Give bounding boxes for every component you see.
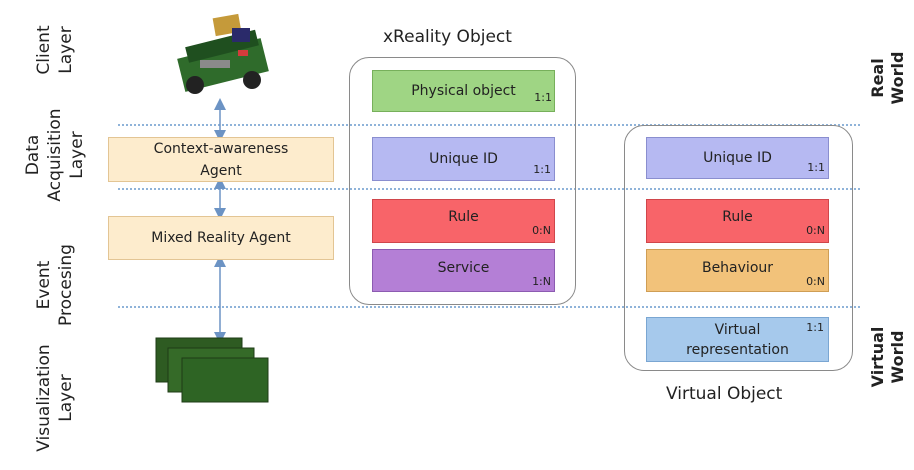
cardinality: 1:1 xyxy=(534,91,552,104)
separator-data-event xyxy=(118,188,860,190)
context-awareness-agent: Context-awareness Agent xyxy=(108,137,334,182)
xreality-object-frame xyxy=(349,57,576,305)
virtual-object-title: Virtual Object xyxy=(666,384,783,404)
mixed-reality-agent: Mixed Reality Agent xyxy=(108,216,334,260)
cardinality: 0:N xyxy=(532,224,551,237)
xreality-physical-object: Physical object 1:1 xyxy=(372,70,555,112)
xreality-object-title: xReality Object xyxy=(383,27,512,47)
cardinality: 1:N xyxy=(532,275,551,288)
cardinality: 1:1 xyxy=(806,321,824,334)
virtual-rule: Rule 0:N xyxy=(646,199,829,243)
xreality-rule: Rule 0:N xyxy=(372,199,555,243)
xreality-service: Service 1:N xyxy=(372,249,555,292)
virtual-behaviour: Behaviour 0:N xyxy=(646,249,829,292)
virtual-representation: Virtual representation 1:1 xyxy=(646,317,829,362)
cardinality: 0:N xyxy=(806,275,825,288)
virtual-unique-id: Unique ID 1:1 xyxy=(646,137,829,179)
virtual-object-frame xyxy=(624,125,853,371)
separator-event-visual xyxy=(118,306,860,308)
cardinality: 1:1 xyxy=(807,161,825,174)
separator-client-data xyxy=(118,124,860,126)
xreality-unique-id: Unique ID 1:1 xyxy=(372,137,555,181)
cardinality: 1:1 xyxy=(533,163,551,176)
cardinality: 0:N xyxy=(806,224,825,237)
